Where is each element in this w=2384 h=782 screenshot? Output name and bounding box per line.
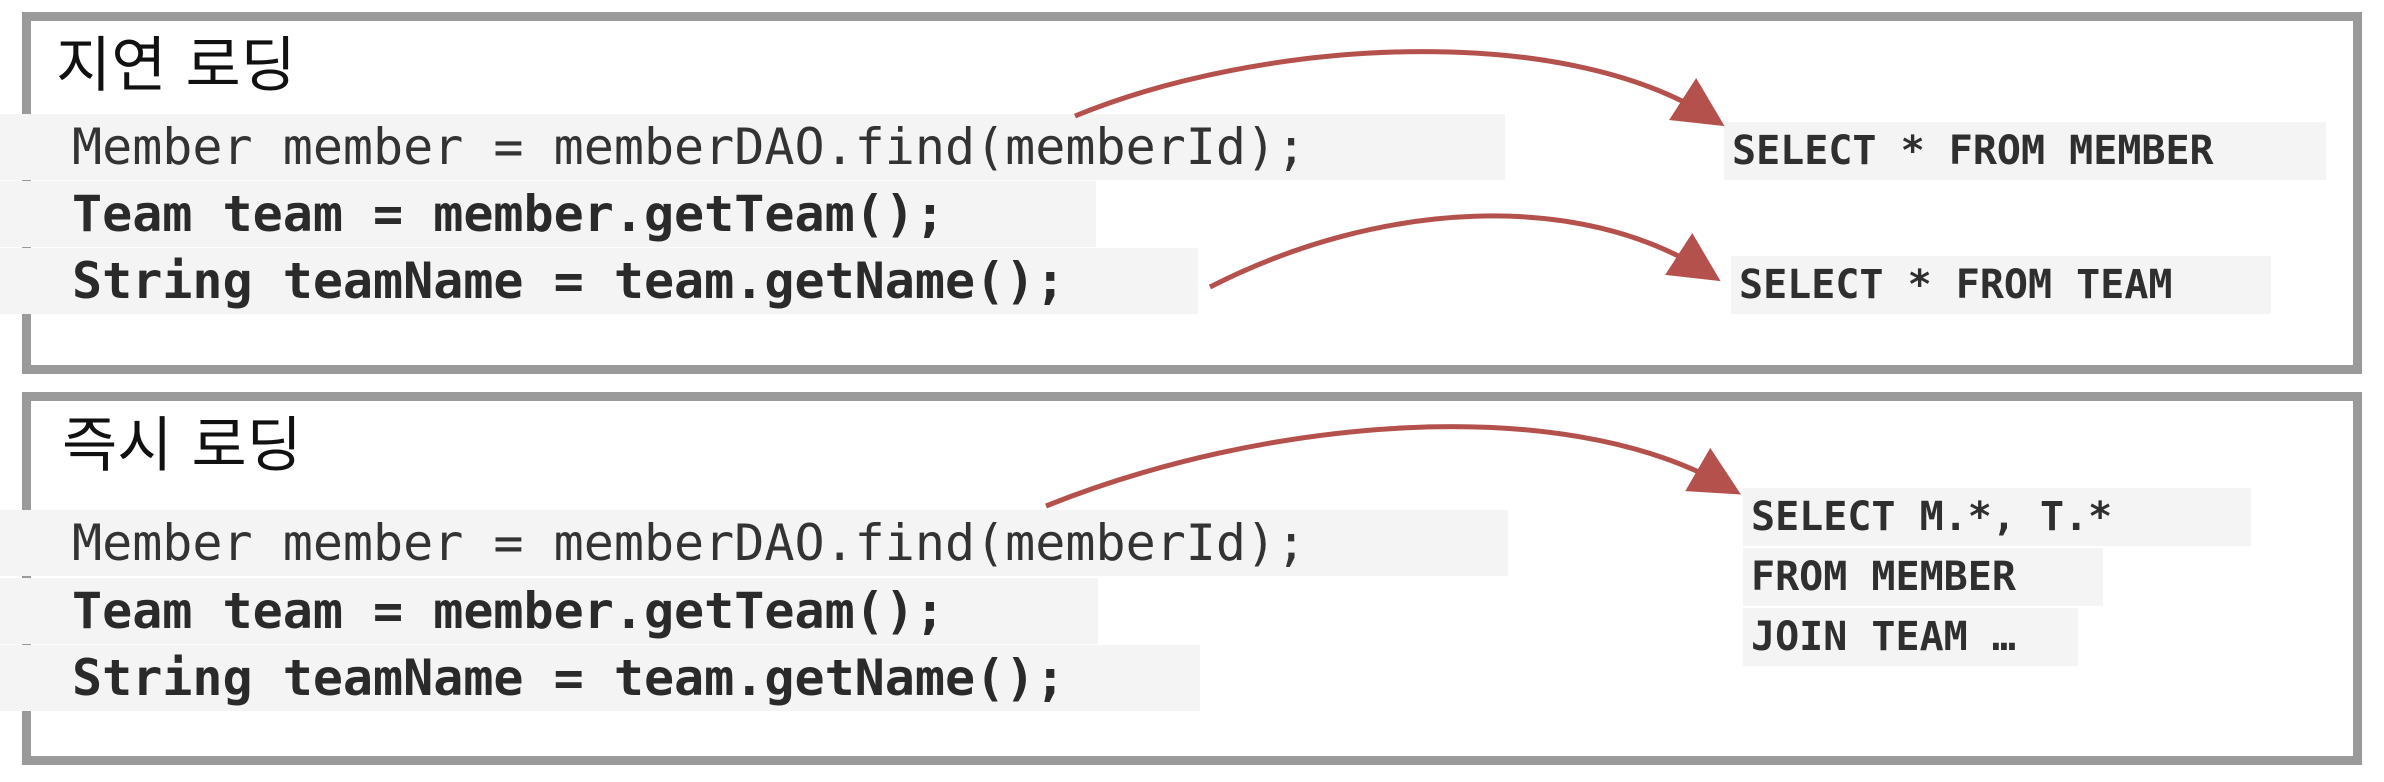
eager-code-line-find: Member member = memberDAO.find(memberId)… — [0, 510, 1508, 576]
lazy-code-line-find: Member member = memberDAO.find(memberId)… — [0, 114, 1505, 180]
lazy-code-line-getteam: Team team = member.getTeam(); — [0, 181, 1096, 247]
eager-loading-title: 즉시 로딩 — [62, 411, 302, 481]
eager-sql-from: FROM MEMBER — [1743, 548, 2103, 606]
lazy-code-line-getname: String teamName = team.getName(); — [0, 248, 1198, 314]
eager-sql-select: SELECT M.*, T.* — [1743, 488, 2251, 546]
eager-code-line-getteam: Team team = member.getTeam(); — [0, 578, 1098, 644]
lazy-loading-title: 지연 로딩 — [56, 31, 296, 101]
eager-code-line-getname: String teamName = team.getName(); — [0, 645, 1200, 711]
lazy-sql-select-team: SELECT * FROM TEAM — [1731, 256, 2271, 314]
eager-sql-join: JOIN TEAM … — [1743, 608, 2078, 666]
lazy-sql-select-member: SELECT * FROM MEMBER — [1724, 122, 2326, 180]
